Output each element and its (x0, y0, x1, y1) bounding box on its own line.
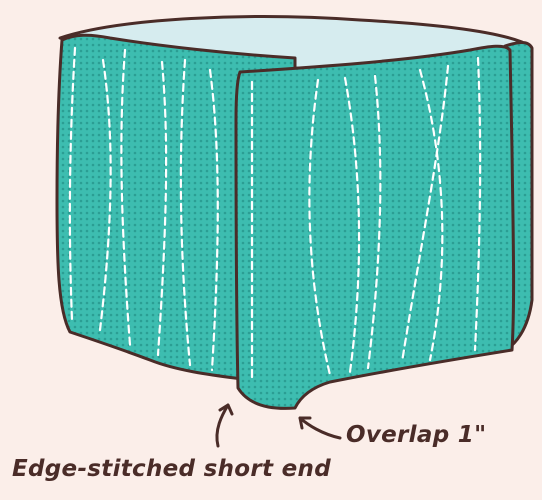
band-front-panel (236, 46, 514, 408)
edge-stitched-label: Edge-stitched short end (12, 456, 331, 482)
edge-stitched-arrow (217, 405, 232, 446)
overlap-arrow (300, 418, 340, 438)
overlap-label: Overlap 1" (346, 422, 486, 448)
